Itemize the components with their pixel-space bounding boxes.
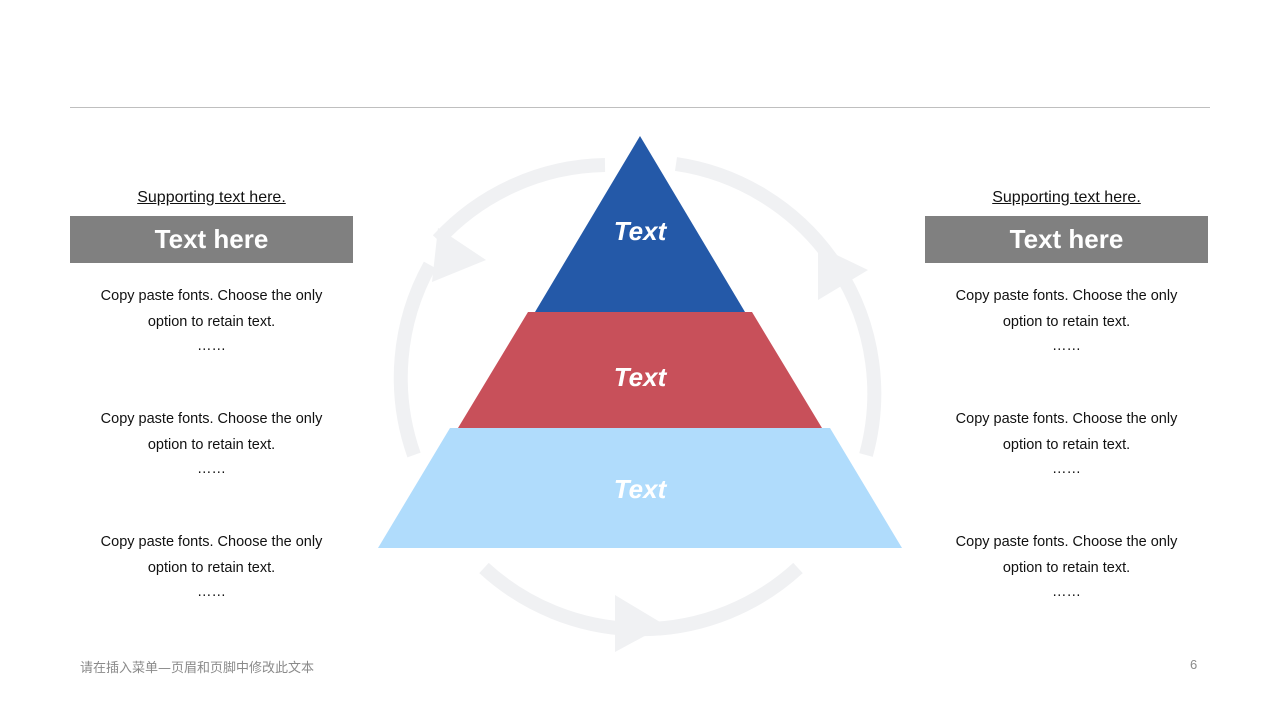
cycle-arrowhead-bottom xyxy=(615,595,665,652)
left-item-2-ellipsis: …… xyxy=(197,461,226,477)
page-number: 6 xyxy=(1190,657,1198,672)
left-item-1-line1: Copy paste fonts. Choose the only xyxy=(100,288,323,304)
left-item-3-line1: Copy paste fonts. Choose the only xyxy=(100,534,323,550)
right-item-3-ellipsis: …… xyxy=(1052,584,1081,600)
right-item-3-line2: option to retain text. xyxy=(1002,560,1131,576)
left-item-2: Copy paste fonts. Choose the only option… xyxy=(70,406,353,509)
right-item-3-line1: Copy paste fonts. Choose the only xyxy=(955,534,1178,550)
pyramid-tier-middle-label: Text xyxy=(614,362,668,392)
left-item-1: Copy paste fonts. Choose the only option… xyxy=(70,283,353,386)
left-item-2-line1: Copy paste fonts. Choose the only xyxy=(100,411,323,427)
cycle-arc-top xyxy=(432,158,606,245)
pyramid-tier-top-label: Text xyxy=(614,216,668,246)
footer-text: 请在插入菜单—页眉和页脚中修改此文本 xyxy=(80,661,315,676)
right-item-2-line2: option to retain text. xyxy=(1002,437,1131,453)
left-item-2-line2: option to retain text. xyxy=(147,437,276,453)
left-column: Supporting text here. Text here Copy pas… xyxy=(70,188,353,632)
right-item-2: Copy paste fonts. Choose the only option… xyxy=(925,406,1208,509)
cycle-arrowhead-right xyxy=(818,246,868,300)
cycle-arrowhead-left xyxy=(432,228,486,282)
right-heading-box: Text here xyxy=(925,216,1208,263)
top-divider xyxy=(70,107,1210,108)
right-item-2-line1: Copy paste fonts. Choose the only xyxy=(955,411,1178,427)
left-supporting-text: Supporting text here. xyxy=(137,189,286,206)
right-item-1: Copy paste fonts. Choose the only option… xyxy=(925,283,1208,386)
pyramid-tier-middle xyxy=(458,312,822,428)
left-item-1-line2: option to retain text. xyxy=(147,314,276,330)
left-item-3-line2: option to retain text. xyxy=(147,560,276,576)
pyramid-tier-top xyxy=(535,136,745,312)
pyramid-tier-bottom-label: Text xyxy=(614,474,668,504)
left-item-3-ellipsis: …… xyxy=(197,584,226,600)
right-item-3: Copy paste fonts. Choose the only option… xyxy=(925,529,1208,632)
right-item-2-ellipsis: …… xyxy=(1052,461,1081,477)
right-column: Supporting text here. Text here Copy pas… xyxy=(925,188,1208,632)
left-item-1-ellipsis: …… xyxy=(197,338,226,354)
right-item-1-line2: option to retain text. xyxy=(1002,314,1131,330)
right-item-1-line1: Copy paste fonts. Choose the only xyxy=(955,288,1178,304)
left-item-3: Copy paste fonts. Choose the only option… xyxy=(70,529,353,632)
right-supporting-text: Supporting text here. xyxy=(992,189,1141,206)
cycle-arc-left xyxy=(393,261,437,458)
pyramid-tier-bottom xyxy=(378,428,902,548)
left-heading-box: Text here xyxy=(70,216,353,263)
right-item-1-ellipsis: …… xyxy=(1052,338,1081,354)
